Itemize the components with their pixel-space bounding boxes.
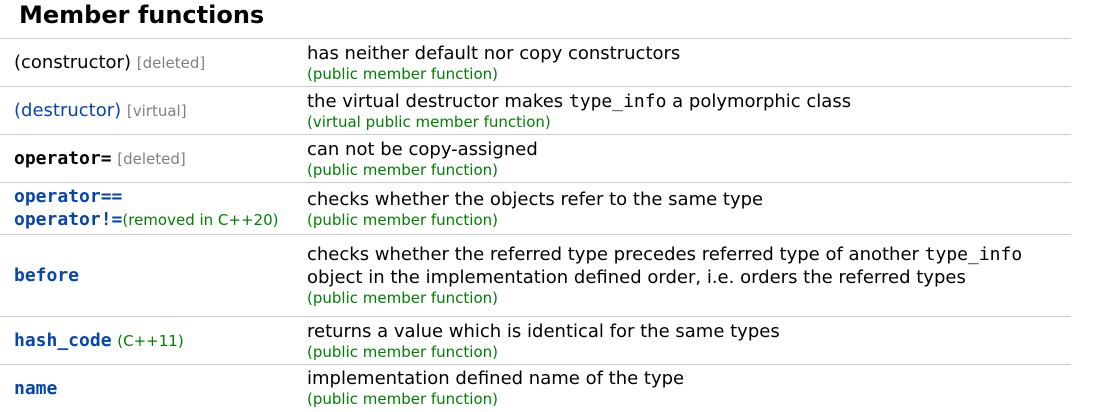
member-name-cell: before bbox=[0, 235, 307, 317]
hash-code-link[interactable]: hash_code bbox=[14, 330, 112, 351]
member-name-cell: (destructor) [virtual] bbox=[0, 87, 307, 135]
member-kind: (virtual public member function) bbox=[307, 112, 551, 131]
member-description: implementation defined name of the type bbox=[307, 368, 685, 390]
deleted-note: [deleted] bbox=[117, 150, 186, 168]
member-description: returns a value which is identical for t… bbox=[307, 320, 780, 342]
desc-text: checks whether the referred type precede… bbox=[307, 244, 925, 265]
member-name-cell: (constructor) [deleted] bbox=[0, 39, 307, 87]
member-name-cell: name bbox=[0, 365, 307, 412]
member-kind: (public member function) bbox=[307, 210, 499, 229]
member-kind: (public member function) bbox=[307, 342, 499, 361]
table-row: before checks whether the referred type … bbox=[0, 234, 1071, 317]
member-functions-table: (constructor) [deleted] has neither defa… bbox=[0, 38, 1071, 412]
member-name-cell: operator== operator!=(removed in C++20) bbox=[0, 183, 307, 235]
deleted-note: [deleted] bbox=[136, 54, 206, 72]
table-row: operator== operator!=(removed in C++20) … bbox=[0, 182, 1071, 235]
member-kind: (public member function) bbox=[307, 289, 499, 307]
member-desc-cell: checks whether the referred type precede… bbox=[307, 235, 1071, 317]
member-functions-table-wrap: (constructor) [deleted] has neither defa… bbox=[0, 38, 1071, 412]
member-desc-cell: checks whether the objects refer to the … bbox=[307, 183, 1071, 235]
constructor-label: (constructor) bbox=[14, 52, 131, 73]
cpp11-note: (C++11) bbox=[117, 332, 184, 350]
section-title: Member functions bbox=[19, 1, 265, 29]
table-row: name implementation defined name of the … bbox=[0, 364, 1071, 412]
removed-note: (removed in C++20) bbox=[122, 211, 279, 229]
member-description: checks whether the objects refer to the … bbox=[307, 188, 764, 210]
operator-assign-label: operator= bbox=[14, 148, 112, 169]
member-desc-cell: implementation defined name of the type … bbox=[307, 365, 1071, 412]
member-desc-cell: has neither default nor copy constructor… bbox=[307, 39, 1071, 87]
member-desc-cell: returns a value which is identical for t… bbox=[307, 317, 1071, 365]
member-description-line2: object in the implementation defined ord… bbox=[307, 267, 966, 288]
member-name-cell: operator= [deleted] bbox=[0, 135, 307, 183]
table-row: (destructor) [virtual] the virtual destr… bbox=[0, 86, 1071, 135]
destructor-link[interactable]: (destructor) bbox=[14, 100, 122, 121]
table-row: hash_code (C++11) returns a value which … bbox=[0, 316, 1071, 365]
desc-text: the virtual destructor makes bbox=[307, 90, 569, 112]
virtual-note: [virtual] bbox=[126, 102, 187, 120]
member-description: can not be copy-assigned bbox=[307, 138, 538, 160]
member-name-cell: hash_code (C++11) bbox=[0, 317, 307, 365]
table-row: (constructor) [deleted] has neither defa… bbox=[0, 38, 1071, 87]
operator-eq-link[interactable]: operator== bbox=[14, 186, 123, 207]
type-info-code: type_info bbox=[568, 90, 667, 112]
member-kind: (public member function) bbox=[307, 390, 499, 409]
type-info-code: type_info bbox=[924, 244, 1023, 265]
name-link[interactable]: name bbox=[14, 377, 58, 399]
table-row: operator= [deleted] can not be copy-assi… bbox=[0, 134, 1071, 183]
member-desc-cell: can not be copy-assigned (public member … bbox=[307, 135, 1071, 183]
member-desc-cell: the virtual destructor makes type_info a… bbox=[307, 87, 1071, 135]
desc-text: a polymorphic class bbox=[666, 90, 852, 112]
member-description: checks whether the referred type precede… bbox=[307, 244, 1022, 265]
operator-neq-link[interactable]: operator!= bbox=[14, 209, 123, 230]
member-description: the virtual destructor makes type_info a… bbox=[307, 91, 851, 112]
before-link[interactable]: before bbox=[14, 265, 80, 286]
member-description: has neither default nor copy constructor… bbox=[307, 42, 681, 64]
member-kind: (public member function) bbox=[307, 160, 499, 179]
member-kind: (public member function) bbox=[307, 64, 499, 83]
